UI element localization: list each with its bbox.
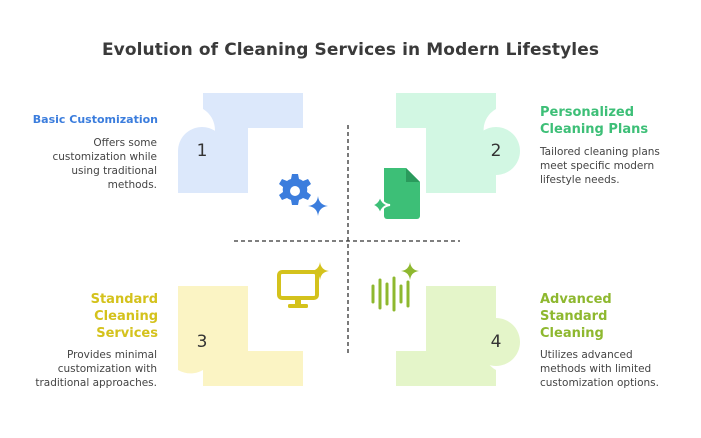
quadrant-1-description: Offers some customization while using tr… [52, 137, 157, 191]
quadrant-2-shape [396, 93, 496, 193]
quadrant-4-shape [396, 286, 496, 386]
horizontal-divider [234, 240, 460, 242]
quadrant-3-description: Provides minimal customization with trad… [35, 349, 157, 389]
quadrant-3-number: 3 [178, 318, 226, 366]
page-title: Evolution of Cleaning Services in Modern… [101, 40, 600, 60]
quadrant-4-number: 4 [472, 318, 520, 366]
quadrant-1-number: 1 [178, 127, 226, 175]
gear-sparkle-icon [279, 174, 328, 216]
quadrant-2-heading: Personalized Cleaning Plans [540, 105, 649, 137]
quadrant-2-description: Tailored cleaning plans meet specific mo… [540, 146, 660, 186]
monitor-sparkle-icon [277, 262, 329, 308]
document-sparkle-icon [369, 168, 420, 219]
vertical-divider [347, 125, 349, 355]
quadrant-2-number: 2 [472, 127, 520, 175]
quadrant-1-heading: Basic Customization [32, 113, 158, 126]
quadrant-4-description: Utilizes advanced methods with limited c… [540, 349, 659, 389]
quadrant-4-heading: Advanced Standard Cleaning [540, 292, 612, 341]
soundwave-sparkle-icon [371, 262, 419, 312]
quadrant-3-heading: Standard Cleaning Services [90, 292, 158, 341]
